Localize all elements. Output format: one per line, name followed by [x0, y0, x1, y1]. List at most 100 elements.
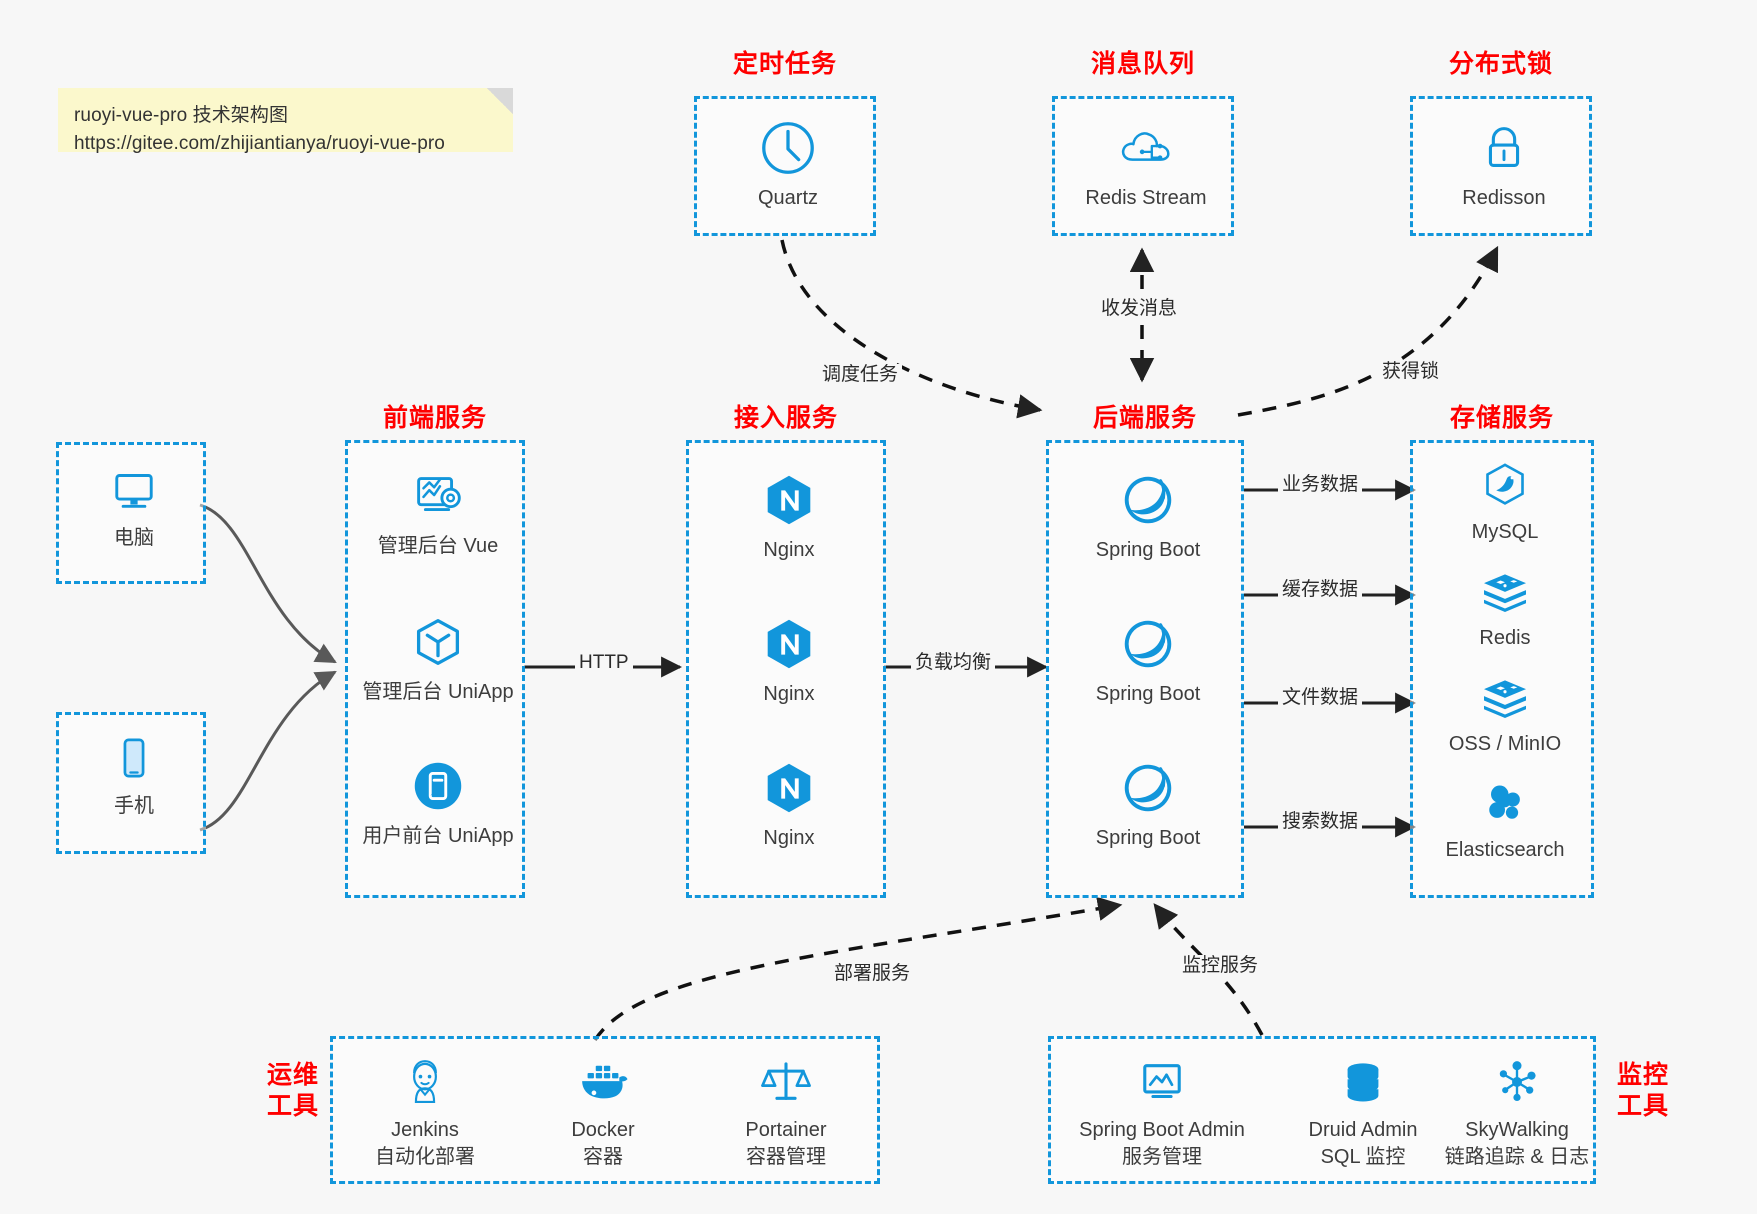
spring-icon	[1124, 476, 1172, 524]
group-box-gateway: Nginx Nginx Nginx	[686, 440, 886, 898]
group-title-frontend: 前端服务	[382, 404, 487, 432]
node-label: Quartz	[757, 187, 819, 209]
skywalking-icon	[1499, 1061, 1536, 1102]
redis-layers-icon	[1484, 574, 1526, 612]
node-mysql[interactable]: MySQL	[1413, 457, 1597, 546]
spring-icon	[1124, 620, 1172, 668]
node-label: Portainer	[745, 1119, 827, 1141]
nginx-icon	[767, 763, 811, 813]
node-sublabel: 自动化部署	[375, 1146, 475, 1168]
note-title: ruoyi-vue-pro 技术架构图	[74, 105, 289, 126]
node-label: Spring Boot	[1095, 539, 1201, 561]
node-sublabel: 容器管理	[746, 1146, 826, 1168]
node-user-uniapp[interactable]: 用户前台 UniApp	[348, 755, 528, 850]
node-mobile[interactable]: 手机	[59, 729, 209, 820]
node-admin-vue[interactable]: 管理后台 Vue	[348, 465, 528, 560]
edge-label-monitor-service: 监控服务	[1178, 955, 1263, 978]
node-label: 用户前台 UniApp	[362, 825, 514, 847]
group-title-devops-line2: 工具	[266, 1092, 319, 1121]
group-title-backend: 后端服务	[1092, 404, 1197, 432]
docker-icon	[582, 1065, 628, 1099]
node-label: Druid Admin	[1308, 1119, 1418, 1141]
scales-icon	[761, 1062, 811, 1100]
group-title-lock: 分布式锁	[1448, 50, 1553, 78]
group-title-devops-line1: 运维	[266, 1061, 319, 1089]
node-desktop[interactable]: 电脑	[59, 461, 209, 552]
edge-label-load-balance: 负载均衡	[911, 652, 996, 675]
jenkins-icon	[413, 1060, 437, 1104]
group-box-lock: Redisson	[1410, 96, 1592, 236]
group-title-mq: 消息队列	[1090, 50, 1195, 78]
node-label: Redisson	[1462, 187, 1546, 209]
node-springboot-3[interactable]: Spring Boot	[1049, 757, 1247, 852]
edge-label-business-data: 业务数据	[1278, 474, 1363, 497]
group-box-mq: Redis Stream	[1052, 96, 1234, 236]
node-quartz[interactable]: Quartz	[697, 117, 879, 212]
node-sublabel: 链路追踪 & 日志	[1444, 1146, 1590, 1168]
node-label: 管理后台 UniApp	[362, 681, 514, 703]
node-label: Nginx	[763, 827, 815, 849]
edge-label-cache-data: 缓存数据	[1278, 579, 1363, 602]
edge-label-file-data: 文件数据	[1278, 687, 1363, 710]
node-label: SkyWalking	[1465, 1119, 1569, 1141]
app-badge-icon	[414, 762, 462, 810]
node-nginx-3[interactable]: Nginx	[689, 757, 889, 852]
group-box-frontend: 管理后台 Vue 管理后台 UniApp 用户前台 UniApp	[345, 440, 525, 898]
node-nginx-2[interactable]: Nginx	[689, 613, 889, 708]
node-oss-minio[interactable]: OSS / MinIO	[1413, 669, 1597, 758]
oss-layers-icon	[1484, 680, 1526, 718]
elasticsearch-icon	[1489, 785, 1520, 819]
node-springboot-1[interactable]: Spring Boot	[1049, 469, 1247, 564]
node-spring-boot-admin[interactable]: Spring Boot Admin 服务管理	[1057, 1053, 1267, 1171]
mobile-icon	[123, 738, 145, 778]
edge-label-send-receive-message: 收发消息	[1097, 298, 1182, 321]
group-title-scheduler: 定时任务	[732, 50, 837, 78]
node-springboot-2[interactable]: Spring Boot	[1049, 613, 1247, 708]
node-nginx-1[interactable]: Nginx	[689, 469, 889, 564]
node-label: 手机	[114, 795, 154, 817]
node-docker[interactable]: Docker 容器	[523, 1053, 683, 1171]
group-title-storage: 存储服务	[1449, 404, 1554, 432]
cloud-stream-icon	[1121, 132, 1170, 161]
desktop-icon	[115, 474, 153, 508]
edge-label-acquire-lock: 获得锁	[1378, 361, 1444, 384]
diagram-note: ruoyi-vue-pro 技术架构图 https://gitee.com/zh…	[58, 88, 513, 154]
node-redis[interactable]: Redis	[1413, 563, 1597, 652]
node-label: MySQL	[1471, 521, 1539, 543]
cube-icon	[416, 619, 460, 665]
monitor-chart-icon	[1143, 1064, 1181, 1099]
clock-icon	[762, 122, 814, 174]
edge-label-deploy-service: 部署服务	[830, 963, 915, 986]
edge-label-http: HTTP	[575, 652, 633, 675]
node-admin-uniapp[interactable]: 管理后台 UniApp	[348, 611, 528, 706]
node-label: Jenkins	[391, 1119, 459, 1141]
node-jenkins[interactable]: Jenkins 自动化部署	[345, 1053, 505, 1171]
group-title-monitor: 监控 工具	[1608, 1060, 1678, 1123]
node-label: Elasticsearch	[1445, 839, 1565, 861]
lock-icon	[1488, 127, 1520, 167]
mysql-icon	[1486, 463, 1524, 505]
node-elasticsearch[interactable]: Elasticsearch	[1413, 775, 1597, 864]
node-redisson[interactable]: Redisson	[1413, 117, 1595, 212]
node-label: Spring Boot	[1095, 683, 1201, 705]
node-label: Nginx	[763, 539, 815, 561]
group-title-monitor-line1: 监控	[1616, 1061, 1669, 1089]
group-box-scheduler: Quartz	[694, 96, 876, 236]
nginx-icon	[767, 619, 811, 669]
node-druid-admin[interactable]: Druid Admin SQL 监控	[1273, 1053, 1453, 1171]
edge-label-schedule-task: 调度任务	[818, 364, 903, 387]
node-sublabel: 服务管理	[1122, 1146, 1202, 1168]
nginx-icon	[767, 475, 811, 525]
node-label: Redis Stream	[1085, 187, 1207, 209]
node-label: Spring Boot Admin	[1079, 1119, 1245, 1141]
dashboard-gear-icon	[417, 477, 461, 512]
note-url: https://gitee.com/zhijiantianya/ruoyi-vu…	[74, 132, 445, 154]
group-box-client-mobile: 手机	[56, 712, 206, 854]
node-redis-stream[interactable]: Redis Stream	[1055, 117, 1237, 212]
group-title-monitor-line2: 工具	[1616, 1092, 1669, 1121]
group-box-backend: Spring Boot Spring Boot Spring Boot	[1046, 440, 1244, 898]
database-icon	[1347, 1063, 1379, 1102]
node-portainer[interactable]: Portainer 容器管理	[701, 1053, 871, 1171]
spring-icon	[1124, 764, 1172, 812]
node-skywalking[interactable]: SkyWalking 链路追踪 & 日志	[1431, 1053, 1603, 1171]
